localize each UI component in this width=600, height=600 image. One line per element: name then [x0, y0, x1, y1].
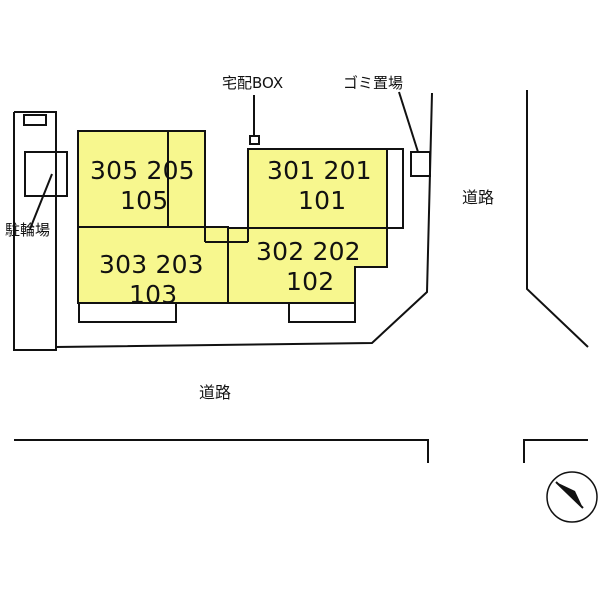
- unit-label-302-202: 302 202: [256, 237, 361, 266]
- north-arrow-icon: [546, 471, 598, 523]
- unit-label-103: 103: [129, 280, 178, 309]
- unit-label-305-205: 305 205: [90, 156, 195, 185]
- unit-label-102: 102: [286, 267, 335, 296]
- bicycle-parking-label: 駐輪場: [5, 221, 51, 239]
- bottom-road-right-gap: [523, 439, 588, 463]
- left-boundary-inner: [14, 111, 57, 347]
- unit-label-301-201: 301 201: [267, 156, 372, 185]
- unit-label-101: 101: [298, 186, 347, 215]
- bottom-road-label: 道路: [199, 383, 232, 402]
- unit-label-303-203: 303 203: [99, 250, 204, 279]
- bicycle-parking-box: [24, 151, 68, 197]
- delivery-box-label: 宅配BOX: [222, 74, 284, 92]
- delivery-box: [249, 135, 260, 145]
- unit-block-bottom-right: [227, 227, 388, 304]
- right-road-edge-left: [526, 90, 589, 348]
- side-balcony-right: [386, 148, 404, 229]
- right-road-label: 道路: [462, 188, 495, 207]
- bottom-road-top: [14, 439, 429, 463]
- bicycle-rack-top: [23, 114, 47, 126]
- entry-pad-right: [288, 302, 356, 323]
- bicycle-parking-leader: [29, 173, 53, 230]
- unit-label-105: 105: [120, 186, 169, 215]
- garbage-area-leader: [398, 91, 419, 153]
- garbage-area-box: [410, 151, 431, 177]
- garbage-area-label: ゴミ置場: [343, 74, 404, 92]
